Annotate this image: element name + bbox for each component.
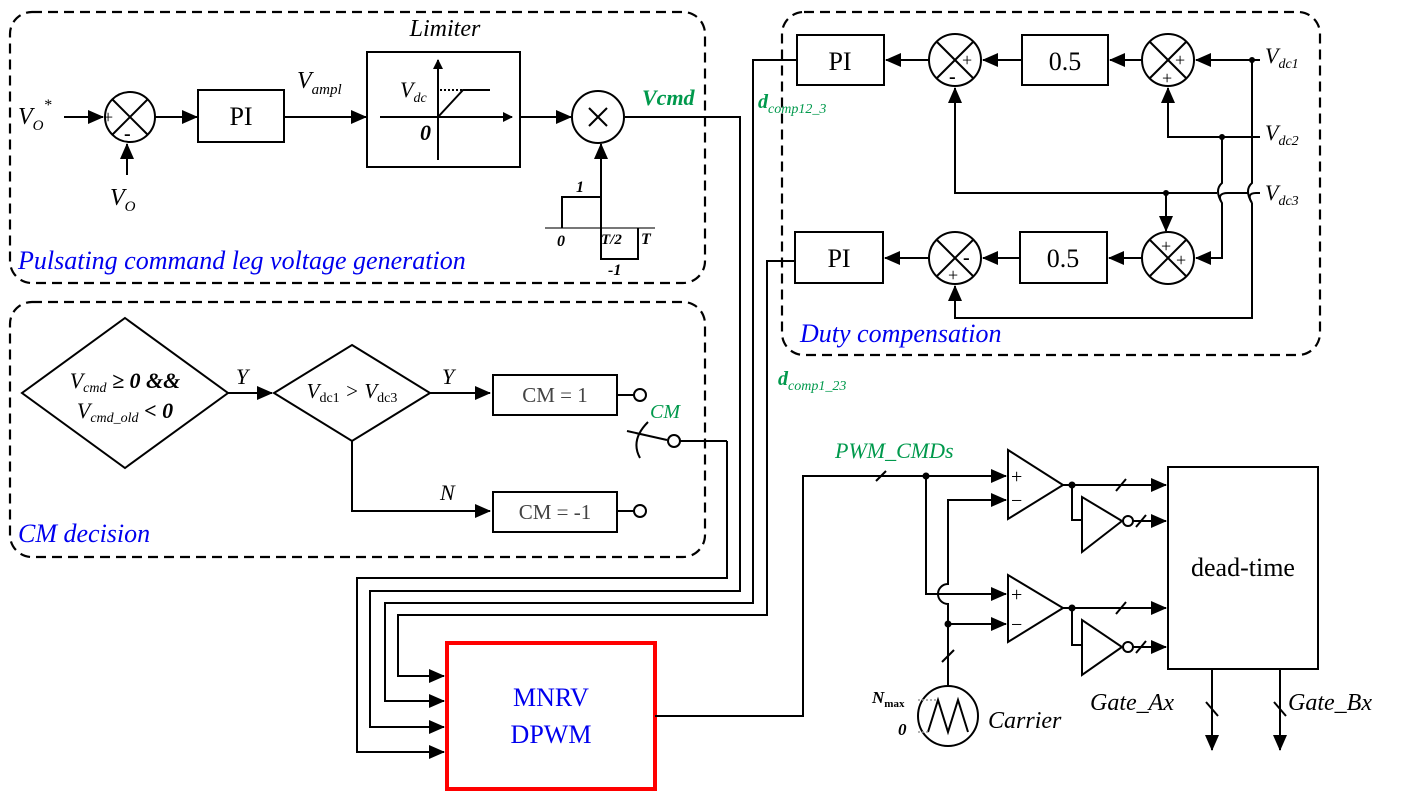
svg-text:+: +: [1175, 50, 1185, 70]
pwm-section: PWM_CMDs + − + −: [655, 438, 1372, 751]
vcmd-label: Vcmd: [642, 85, 696, 110]
svg-text:CM = 1: CM = 1: [522, 383, 588, 407]
inverter-2: [1071, 608, 1167, 677]
vdc1-label: Vdc1: [1265, 43, 1299, 72]
pulsating-command-group: Limiter VO* + - VO PI Vampl Vdc 0 Vcmd: [8, 10, 707, 285]
nmax-label: Nmax: [871, 688, 905, 710]
svg-text:T: T: [641, 231, 652, 248]
svg-text:+: +: [1162, 68, 1172, 88]
svg-text:+: +: [103, 107, 113, 127]
cm-negative-block: [492, 491, 618, 533]
svg-text:Vcmd_old < 0: Vcmd_old < 0: [77, 398, 173, 426]
svg-text:1: 1: [576, 179, 584, 196]
limiter-zero: 0: [420, 120, 431, 145]
comparator-1: + −: [1007, 448, 1065, 521]
yes-label: Y: [442, 364, 457, 389]
mnrv-label: MNRV: [513, 683, 589, 712]
svg-text:-: -: [124, 123, 131, 145]
multiplier: [571, 90, 625, 144]
sum-bottom-right: + +: [1141, 231, 1195, 285]
vo-ref-label: VO*: [18, 97, 52, 134]
svg-text:−: −: [1011, 490, 1022, 512]
dcomp12-3-label: dcomp12_3: [758, 91, 826, 117]
limiter-title: Limiter: [409, 16, 481, 42]
cm-switch: [626, 421, 727, 459]
cm-decision-title: CM decision: [18, 519, 150, 548]
limiter-block: [366, 51, 521, 168]
dead-time-block: [1167, 466, 1319, 670]
cm-switch-label: CM: [650, 401, 681, 423]
pulsating-group-title: Pulsating command leg voltage generation: [17, 246, 466, 275]
svg-text:+: +: [1011, 466, 1022, 488]
vdc2-label: Vdc2: [1265, 120, 1299, 149]
pi-top: [796, 34, 885, 86]
dead-time-label: dead-time: [1191, 553, 1295, 582]
cm-decision-group: Vcmd ≥ 0 && Vcmd_old < 0 Y Vdc1 > Vdc3 Y…: [8, 300, 727, 559]
dpwm-label: DPWM: [511, 720, 592, 749]
sum-top-left: + -: [928, 33, 982, 88]
svg-text:+: +: [948, 265, 958, 285]
gain-top: [1021, 34, 1109, 86]
svg-text:-: -: [949, 66, 956, 88]
pi-label: PI: [229, 102, 252, 131]
limiter-vdc: Vdc: [400, 77, 427, 106]
duty-compensation-title: Duty compensation: [799, 319, 1001, 348]
square-wave: 1 0 T/2 T -1: [545, 179, 655, 279]
svg-text:0: 0: [557, 233, 565, 250]
mnrv-input-wires: [356, 59, 797, 759]
vdc3-label: Vdc3: [1265, 180, 1299, 209]
inverter-1: [1071, 485, 1167, 555]
group-border: [8, 300, 707, 559]
svg-text:0.5: 0.5: [1047, 244, 1080, 273]
svg-text:-: -: [963, 247, 970, 269]
svg-text:PI: PI: [827, 244, 850, 273]
svg-text:-1: -1: [608, 262, 621, 279]
condition-diamond-1: [20, 316, 230, 470]
pwm-cmds-label: PWM_CMDs: [834, 438, 954, 463]
gate-bx-label: Gate_Bx: [1288, 690, 1372, 716]
svg-text:−: −: [1011, 614, 1022, 636]
svg-text:+: +: [1161, 236, 1171, 256]
comparator-2: + −: [1007, 573, 1065, 644]
svg-text:Vdc1 > Vdc3: Vdc1 > Vdc3: [307, 379, 398, 406]
sum-bottom-left: - +: [928, 231, 982, 285]
svg-text:Vcmd ≥ 0 &&: Vcmd ≥ 0 &&: [70, 368, 181, 396]
vo-label: VO: [110, 185, 136, 215]
group-border: [780, 10, 1322, 357]
gain-bottom: [1019, 231, 1108, 284]
gate-ax-label: Gate_Ax: [1090, 690, 1174, 716]
no-label: N: [439, 480, 456, 505]
svg-text:T/2: T/2: [601, 232, 622, 248]
mnrv-dpwm-block: [445, 641, 657, 791]
svg-text:+: +: [1176, 250, 1186, 270]
carrier-label: Carrier: [988, 708, 1062, 734]
svg-text:+: +: [962, 50, 972, 70]
svg-text:PI: PI: [828, 47, 851, 76]
svg-text:+: +: [1011, 584, 1022, 606]
pi-bottom: [794, 231, 884, 284]
svg-text:CM = -1: CM = -1: [519, 500, 592, 524]
dcomp1-23-label: dcomp1_23: [778, 368, 846, 394]
carrier-zero-label: 0: [898, 720, 907, 739]
svg-text:0.5: 0.5: [1049, 47, 1082, 76]
summing-junction: + -: [103, 91, 156, 145]
yes-label: Y: [236, 364, 251, 389]
group-border: [8, 10, 707, 285]
carrier-source: [917, 685, 979, 747]
duty-compensation-group: PI + - 0.5 + + Vdc1 Vdc2 Vdc3: [758, 10, 1322, 394]
sum-top-right: + +: [1141, 33, 1195, 88]
vampl-label: Vampl: [297, 68, 342, 98]
